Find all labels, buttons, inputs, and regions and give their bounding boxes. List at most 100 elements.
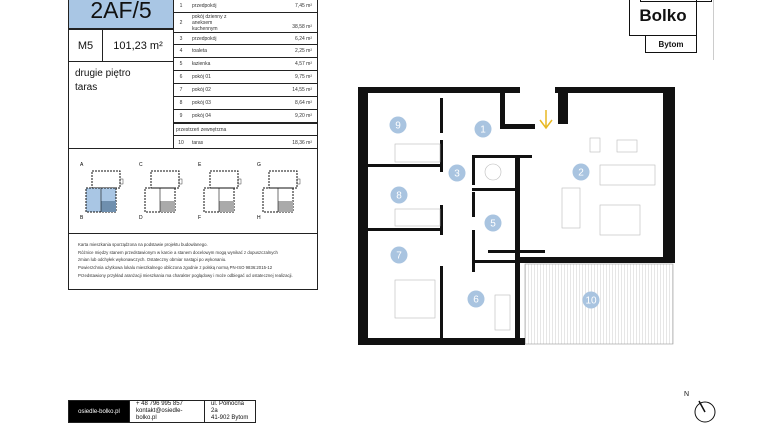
svg-text:2: 2 xyxy=(578,168,584,179)
room-number: 2 xyxy=(179,19,183,26)
room-row: 6 pokój 01 9,75 m² xyxy=(174,71,317,84)
note: Różnice między stanem przedstawionym w k… xyxy=(78,250,278,262)
svg-text:3: 3 xyxy=(454,169,460,180)
room-name: toaleta xyxy=(192,48,208,54)
compass-icon xyxy=(694,400,716,423)
room-marker-8: 8 xyxy=(390,186,408,204)
room-marker-5: 5 xyxy=(484,214,502,232)
mini-plan[interactable]: C D xyxy=(139,162,183,221)
room-area: 9,75 m² xyxy=(295,74,312,80)
website-link[interactable]: osiedle-bolko.pl xyxy=(69,401,130,422)
mini-label: D xyxy=(139,215,143,221)
outdoor-header: przestrzeń zewnętrzna xyxy=(176,126,227,133)
floor-label: drugie piętro xyxy=(75,68,131,79)
furniture xyxy=(394,137,656,331)
notes: Karta mieszkania sporządzona na podstawi… xyxy=(68,233,318,290)
mini-label: H xyxy=(257,215,261,221)
mini-label: G xyxy=(257,162,261,168)
logo-frame xyxy=(640,0,712,2)
apartment-type: M5 xyxy=(69,30,103,61)
room-marker-2: 2 xyxy=(572,163,590,181)
walls xyxy=(358,87,675,345)
svg-text:1: 1 xyxy=(480,125,486,136)
room-name: taras xyxy=(192,139,204,146)
room-number: 9 xyxy=(179,113,183,119)
room-area: 8,64 m² xyxy=(295,100,312,106)
room-name: pokój 04 xyxy=(192,113,211,119)
room-area: 9,20 m² xyxy=(295,113,312,119)
logo-name: Bolko xyxy=(629,0,697,36)
svg-text:7: 7 xyxy=(396,251,402,262)
room-number: 4 xyxy=(179,48,183,54)
room-marker-1: 1 xyxy=(474,120,492,138)
room-marker-3: 3 xyxy=(448,164,466,182)
room-number: 1 xyxy=(179,3,183,9)
room-name: pokój 03 xyxy=(192,100,211,106)
svg-text:9: 9 xyxy=(395,121,401,132)
note: Przedstawiony przykład aranżacji mieszka… xyxy=(78,273,293,279)
mini-label: E xyxy=(198,162,202,168)
mini-plan[interactable]: A B xyxy=(80,162,124,221)
logo-city: Bytom xyxy=(645,35,697,53)
room-number: 10 xyxy=(178,139,184,146)
note: Karta mieszkania sporządzona na podstawi… xyxy=(78,242,208,247)
room-marker-6: 6 xyxy=(467,290,485,308)
room-row: 3 przedpokój 6,24 m² xyxy=(174,33,317,45)
email[interactable]: kontakt@osiedle-bolko.pl xyxy=(136,408,183,421)
mini-plan[interactable]: E F xyxy=(198,162,242,221)
phone[interactable]: + 48 796 995 857 xyxy=(136,401,183,407)
room-area: 2,25 m² xyxy=(295,48,312,54)
room-marker-9: 9 xyxy=(389,116,407,134)
room-row: 4 toaleta 2,25 m² xyxy=(174,45,317,58)
mini-plan[interactable]: G H xyxy=(257,162,301,221)
room-name: pokój 01 xyxy=(192,74,211,80)
room-name: przedpokój xyxy=(192,35,217,42)
room-area: 6,24 m² xyxy=(295,35,312,42)
room-area: 4,57 m² xyxy=(295,61,312,67)
room-number: 7 xyxy=(179,87,183,93)
room-row: 7 pokój 02 14,55 m² xyxy=(174,84,317,97)
mini-label: B xyxy=(80,215,84,221)
room-name: pokój 02 xyxy=(192,87,211,93)
apartment-summary: M5 101,23 m² xyxy=(68,29,174,62)
apartment-description: drugie piętro taras xyxy=(68,61,174,149)
room-row: 1 przedpokój 7,45 m² xyxy=(174,0,317,13)
room-number: 6 xyxy=(179,74,183,80)
apartment-code: 2AF/5 xyxy=(68,0,174,29)
svg-text:6: 6 xyxy=(473,295,479,306)
terrace-area xyxy=(524,263,674,345)
room-marker-7: 7 xyxy=(390,246,408,264)
outdoor-header-row: przestrzeń zewnętrzna xyxy=(174,123,317,136)
room-marker-10: 10 xyxy=(582,291,600,309)
mini-label: F xyxy=(198,215,201,221)
room-number: 3 xyxy=(179,35,183,42)
footer: osiedle-bolko.pl + 48 796 995 857 kontak… xyxy=(68,400,256,423)
svg-text:5: 5 xyxy=(490,219,496,230)
room-area: 38,58 m² xyxy=(292,24,312,30)
mini-label: A xyxy=(80,162,84,168)
rooms-table: 1 przedpokój 7,45 m² 2 pokój dzienny z aneks… xyxy=(173,0,318,149)
room-name: przedpokój xyxy=(192,3,217,9)
compass-label: N xyxy=(684,391,690,398)
room-area: 7,45 m² xyxy=(295,3,312,9)
floor-plan: 9 1 3 2 8 5 7 6 10 xyxy=(358,87,675,345)
city: 41-902 Bytom xyxy=(211,415,249,421)
mini-label: C xyxy=(139,162,143,168)
room-row: 8 pokój 03 8,64 m² xyxy=(174,97,317,110)
note: Powierzchnia użytkowa lokalu mieszkalneg… xyxy=(78,264,273,270)
entry-arrow-icon xyxy=(539,110,553,130)
svg-text:10: 10 xyxy=(585,296,597,307)
room-area: 14,55 m² xyxy=(292,87,312,93)
room-name: łazienka xyxy=(192,61,211,67)
room-number: 8 xyxy=(179,100,183,106)
apartment-area: 101,23 m² xyxy=(113,39,163,52)
room-name: pokój dzienny z aneksem kuchennym xyxy=(192,13,227,32)
mini-plans: A B C D E F G H xyxy=(68,148,318,234)
extra-label: taras xyxy=(75,82,98,93)
svg-text:8: 8 xyxy=(396,191,402,202)
street: ul. Północna 2a xyxy=(211,401,245,414)
room-row: 2 pokój dzienny z aneksem kuchennym 38,58 … xyxy=(174,13,317,33)
room-row: 9 pokój 04 9,20 m² xyxy=(174,110,317,123)
